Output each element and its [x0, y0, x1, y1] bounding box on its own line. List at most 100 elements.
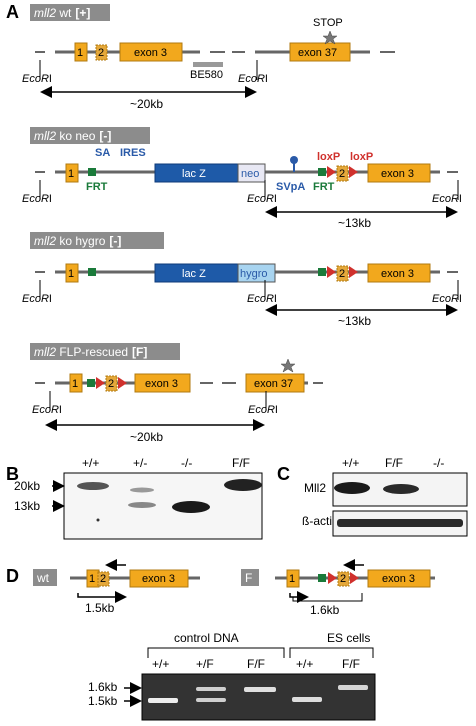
allele-badge: [-] — [109, 234, 121, 248]
exon-2-label: 2 — [108, 378, 114, 390]
ecori-site-label: EcoRI — [432, 293, 462, 305]
exon-2-box — [95, 44, 108, 61]
exon-2-label: 2 — [100, 573, 106, 585]
gel-band — [196, 698, 226, 702]
size-marker-label: 1.5kb — [88, 694, 118, 708]
allele-ko-neo: mll2 ko neo[-] 1 FRT SA IRES lac Z neo S… — [22, 127, 462, 230]
lane-label: +/+ — [152, 657, 169, 671]
ecori-site-label: EcoRI — [247, 293, 277, 305]
gel-band — [292, 697, 322, 702]
panel-c-western-blot: C +/+ F/F -/- Mll2 ß-actin — [277, 456, 468, 537]
amplicon-bracket — [292, 593, 363, 602]
ecori-site-label: EcoRI — [247, 193, 277, 205]
frt-site — [318, 268, 326, 276]
exon-2-box — [105, 375, 118, 392]
pcr-gel-image — [141, 673, 376, 721]
blot-band — [383, 484, 419, 494]
exon-37-label: exon 37 — [254, 378, 293, 390]
probe-be580-label: BE580 — [190, 69, 223, 81]
size-marker-label: 13kb — [14, 499, 40, 513]
loxp-site-icon — [118, 377, 127, 389]
fragment-size-label: ~13kb — [338, 314, 371, 328]
frt-site — [318, 168, 326, 176]
blot-band — [172, 501, 210, 513]
allele-suffix: ko hygro — [56, 234, 106, 248]
group-label: ES cells — [327, 631, 370, 645]
svpa-label: SVpA — [276, 181, 305, 193]
exon-37-box — [245, 373, 305, 393]
loxp-label: loxP — [350, 151, 373, 163]
fragment-size-label: ~20kb — [130, 430, 163, 444]
genotype-tag-label: wt — [36, 571, 50, 585]
panel-label-b: B — [6, 464, 19, 484]
loxp-label: loxP — [317, 151, 340, 163]
allele-suffix: FLP-rescued — [56, 345, 128, 359]
group-bracket — [289, 647, 374, 658]
svpa-site-icon — [290, 156, 298, 164]
pcr-size-label: 1.5kb — [85, 601, 115, 615]
group-bracket — [147, 647, 285, 658]
exon-2-box — [97, 571, 110, 587]
exon-2-label: 2 — [98, 47, 104, 59]
allele-suffix: wt — [56, 6, 72, 20]
exon-1-box — [74, 42, 88, 62]
exon-3-box — [129, 569, 189, 588]
allele-header-bg — [30, 232, 164, 249]
panel-label-c: C — [277, 464, 290, 484]
fragment-size-label: ~20kb — [130, 97, 163, 111]
lane-label: -/- — [433, 456, 444, 470]
loxp-site-icon — [96, 377, 105, 389]
lane-label: F/F — [385, 456, 403, 470]
panel-b-southern-blot: B +/+ +/- -/- F/F 20kb 13kb — [6, 456, 263, 540]
blot-row-label: Mll2 — [304, 481, 326, 495]
lane-label: +/F — [196, 657, 214, 671]
allele-header-bg — [30, 4, 110, 21]
exon-1-label: 1 — [289, 573, 295, 585]
gel-band — [196, 687, 226, 691]
blot-band — [77, 482, 109, 490]
lane-label: F/F — [342, 657, 360, 671]
exon-1-label: 1 — [77, 47, 83, 59]
allele-badge: [-] — [99, 129, 111, 143]
loxp-site-icon — [349, 166, 358, 178]
exon-1-label: 1 — [89, 573, 95, 585]
exon-1-label: 1 — [68, 168, 74, 180]
allele-gene-name: mll2 — [34, 234, 56, 248]
lane-label: F/F — [232, 456, 250, 470]
panel-label-d: D — [6, 566, 19, 586]
hygro-label: hygro — [240, 268, 268, 280]
sa-label: SA — [95, 147, 110, 159]
exon-3-label: exon 3 — [382, 573, 415, 585]
allele-badge: [F] — [132, 345, 147, 359]
allele-gene-name: mll2 — [34, 129, 56, 143]
blot-band — [128, 502, 156, 508]
group-label: control DNA — [174, 631, 239, 645]
loxp-site-icon — [350, 572, 359, 584]
allele-badge: [+] — [75, 6, 90, 20]
ecori-site-label: EcoRI — [432, 193, 462, 205]
ecori-site-label: EcoRI — [22, 73, 52, 85]
exon-3-label: exon 3 — [381, 168, 414, 180]
exon-3-label: exon 3 — [381, 268, 414, 280]
blot-band — [334, 482, 370, 494]
neo-label: neo — [241, 168, 259, 180]
exon-3-box — [367, 163, 431, 183]
blot-speck — [96, 518, 100, 522]
allele-wt: mll2 wt[+] 1 2 exon 3 exon 37 STOP BE580… — [22, 4, 395, 111]
exon-1-label: 1 — [72, 378, 78, 390]
loxp-site-icon — [327, 166, 336, 178]
loxp-site-icon — [328, 572, 337, 584]
lacz-label: lac Z — [182, 168, 206, 180]
exon-2-label: 2 — [339, 168, 345, 180]
blot-band — [130, 487, 154, 493]
exon-3-box — [134, 373, 191, 393]
lane-label: F/F — [247, 657, 265, 671]
lane-label: -/- — [181, 456, 192, 470]
neo-box — [237, 163, 266, 183]
exon-37-label: exon 37 — [298, 47, 337, 59]
probe-be580-bar — [193, 62, 223, 67]
genotype-tag-bg — [241, 569, 259, 586]
svg-text:mll2 ko hygro[-]: mll2 ko hygro[-] — [34, 234, 121, 248]
lane-label: +/+ — [296, 657, 313, 671]
